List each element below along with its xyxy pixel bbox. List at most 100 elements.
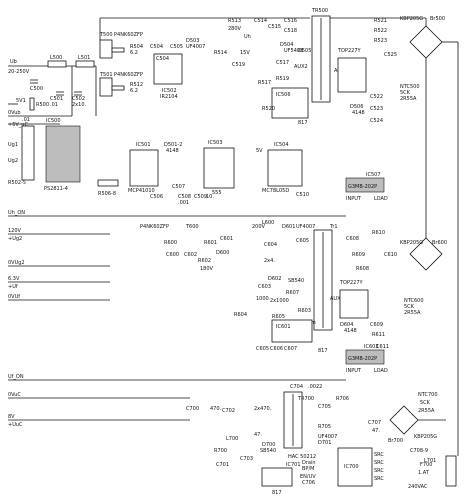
ic603-load: LOAD <box>374 368 388 374</box>
r705-label: R705 <box>318 424 331 430</box>
c505-label: C505 <box>170 44 183 50</box>
mosfet-t500 <box>99 39 113 59</box>
c500-label: C500 <box>30 86 43 92</box>
r601-label: R601 <box>204 240 217 246</box>
r609-label: R609 <box>352 252 365 258</box>
src-label-3: SRC <box>374 468 384 474</box>
l600-label: L600 <box>262 220 274 226</box>
c501-value: .01 <box>50 102 58 108</box>
d503-type: UF4007 <box>186 44 205 50</box>
ic500-type: PS2811-4 <box>44 186 68 192</box>
c610-label: C610 <box>384 252 397 258</box>
ic603-type: G3MB-202P <box>348 356 377 362</box>
t501-type: P4NK60ZFP <box>114 72 143 78</box>
c601-label: C601 <box>220 236 233 242</box>
c502-value: 2x10. <box>72 102 87 108</box>
ic500-label: IC500 <box>46 118 61 124</box>
c606-label: C606 <box>270 346 283 352</box>
drain-label: Drain <box>302 460 316 466</box>
r700-label: R700 <box>214 448 227 454</box>
kbp-label-2: KBP205G <box>400 240 423 246</box>
r512-value: 6.2 <box>130 88 138 94</box>
c519-label: C519 <box>232 62 245 68</box>
c501-label: C501 <box>50 96 63 102</box>
ic603-input: INPUT <box>346 368 362 374</box>
r512-label: R512 <box>130 82 143 88</box>
mains-connector <box>445 455 457 487</box>
c515-label: C515 <box>268 24 281 30</box>
l501-label: L501 <box>78 55 90 61</box>
input-uh-on: Uh_ON <box>8 210 25 216</box>
ic504-label: IC504 <box>274 142 289 148</box>
resistor-r506 <box>97 179 119 187</box>
c603-label: C603 <box>258 284 271 290</box>
c605-label-2: C605 <box>256 346 269 352</box>
input-0vug2: 0VUg2 <box>8 260 25 266</box>
c507-value: 10. <box>206 194 214 200</box>
c523-label: C523 <box>370 106 383 112</box>
v180-label: 180V <box>200 266 214 272</box>
l701-label: L701 <box>424 458 436 464</box>
input-8v: 8V <box>8 414 15 420</box>
d501-value: 4148 <box>166 148 179 154</box>
t600-label: T600 <box>185 224 199 230</box>
ntc700-value: 5CK <box>420 400 431 406</box>
r506-label: R506-8 <box>98 191 116 197</box>
c525-label: C525 <box>384 52 397 58</box>
cap-01-label: .01 <box>22 117 30 123</box>
sb540-label: SB540 <box>288 278 304 284</box>
r521-label: R521 <box>374 18 387 24</box>
ic507-label: IC507 <box>366 172 381 178</box>
c600-label: C600 <box>166 252 179 258</box>
input-5vuc-label: +5V_uC <box>8 122 28 128</box>
c707-label: C707 <box>368 420 381 426</box>
ic601-label: IC601 <box>276 324 291 330</box>
ic700-lnk304 <box>337 447 373 487</box>
aux1-label-2: AUX1 <box>330 296 344 302</box>
uh-label: Uh <box>244 34 251 40</box>
i817-label-3: 817 <box>272 490 282 496</box>
tr1-label: Tr1 <box>329 224 338 230</box>
br700-label: Br700 <box>388 438 403 444</box>
c700-label: C700 <box>186 406 199 412</box>
r523-label: R523 <box>374 38 387 44</box>
r602-label: R602 <box>198 258 211 264</box>
ic507-input: INPUT <box>346 196 362 202</box>
l700-label: L700 <box>226 436 238 442</box>
c514-label: C514 <box>254 18 267 24</box>
input-0vuc: 0VuC <box>8 392 21 398</box>
c522-label: C522 <box>370 94 383 100</box>
d506-label: D506 <box>350 104 363 110</box>
c516-label: C516 <box>284 18 297 24</box>
t501-label: T501 <box>99 72 113 78</box>
r519-label: R519 <box>276 76 289 82</box>
d501-label: D501-2 <box>164 142 182 148</box>
c702-label: C702 <box>222 408 235 414</box>
top227y-chip-2 <box>339 289 369 319</box>
src-label-2: SRC <box>374 460 384 466</box>
d503-label: D503 <box>186 38 199 44</box>
d700-label: D700 <box>262 442 275 448</box>
c524-label: C524 <box>370 118 383 124</box>
input-ug2-label: Ug2 <box>8 158 18 164</box>
r611-label: R611 <box>372 332 385 338</box>
input-120v-label: 120V <box>8 228 22 234</box>
section-control-logic: +5V_uC Ug1 Ug2 R502-5 IC500 PS2811-4 R50… <box>8 118 388 217</box>
top-label-2: TOP227Y <box>339 280 364 286</box>
r522-label: R522 <box>374 28 387 34</box>
c708-label: C708-9 <box>410 448 428 454</box>
ic507-load: LOAD <box>374 196 388 202</box>
ic502-ir2104 <box>153 53 183 85</box>
r608-label: R608 <box>356 266 369 272</box>
c508-label: C508 <box>178 194 191 200</box>
r600-label: R600 <box>164 240 177 246</box>
ntc600-value: 5CK <box>404 304 415 310</box>
ssr-ic603 <box>345 349 385 365</box>
bpm-label: BP/M <box>302 466 314 472</box>
c504-label: C504 <box>156 56 169 62</box>
c611-label: C611 <box>376 344 389 350</box>
r500-label: R500 <box>36 102 49 108</box>
input-ub-label: Ub <box>10 59 17 65</box>
ic503-label: IC503 <box>208 140 223 146</box>
